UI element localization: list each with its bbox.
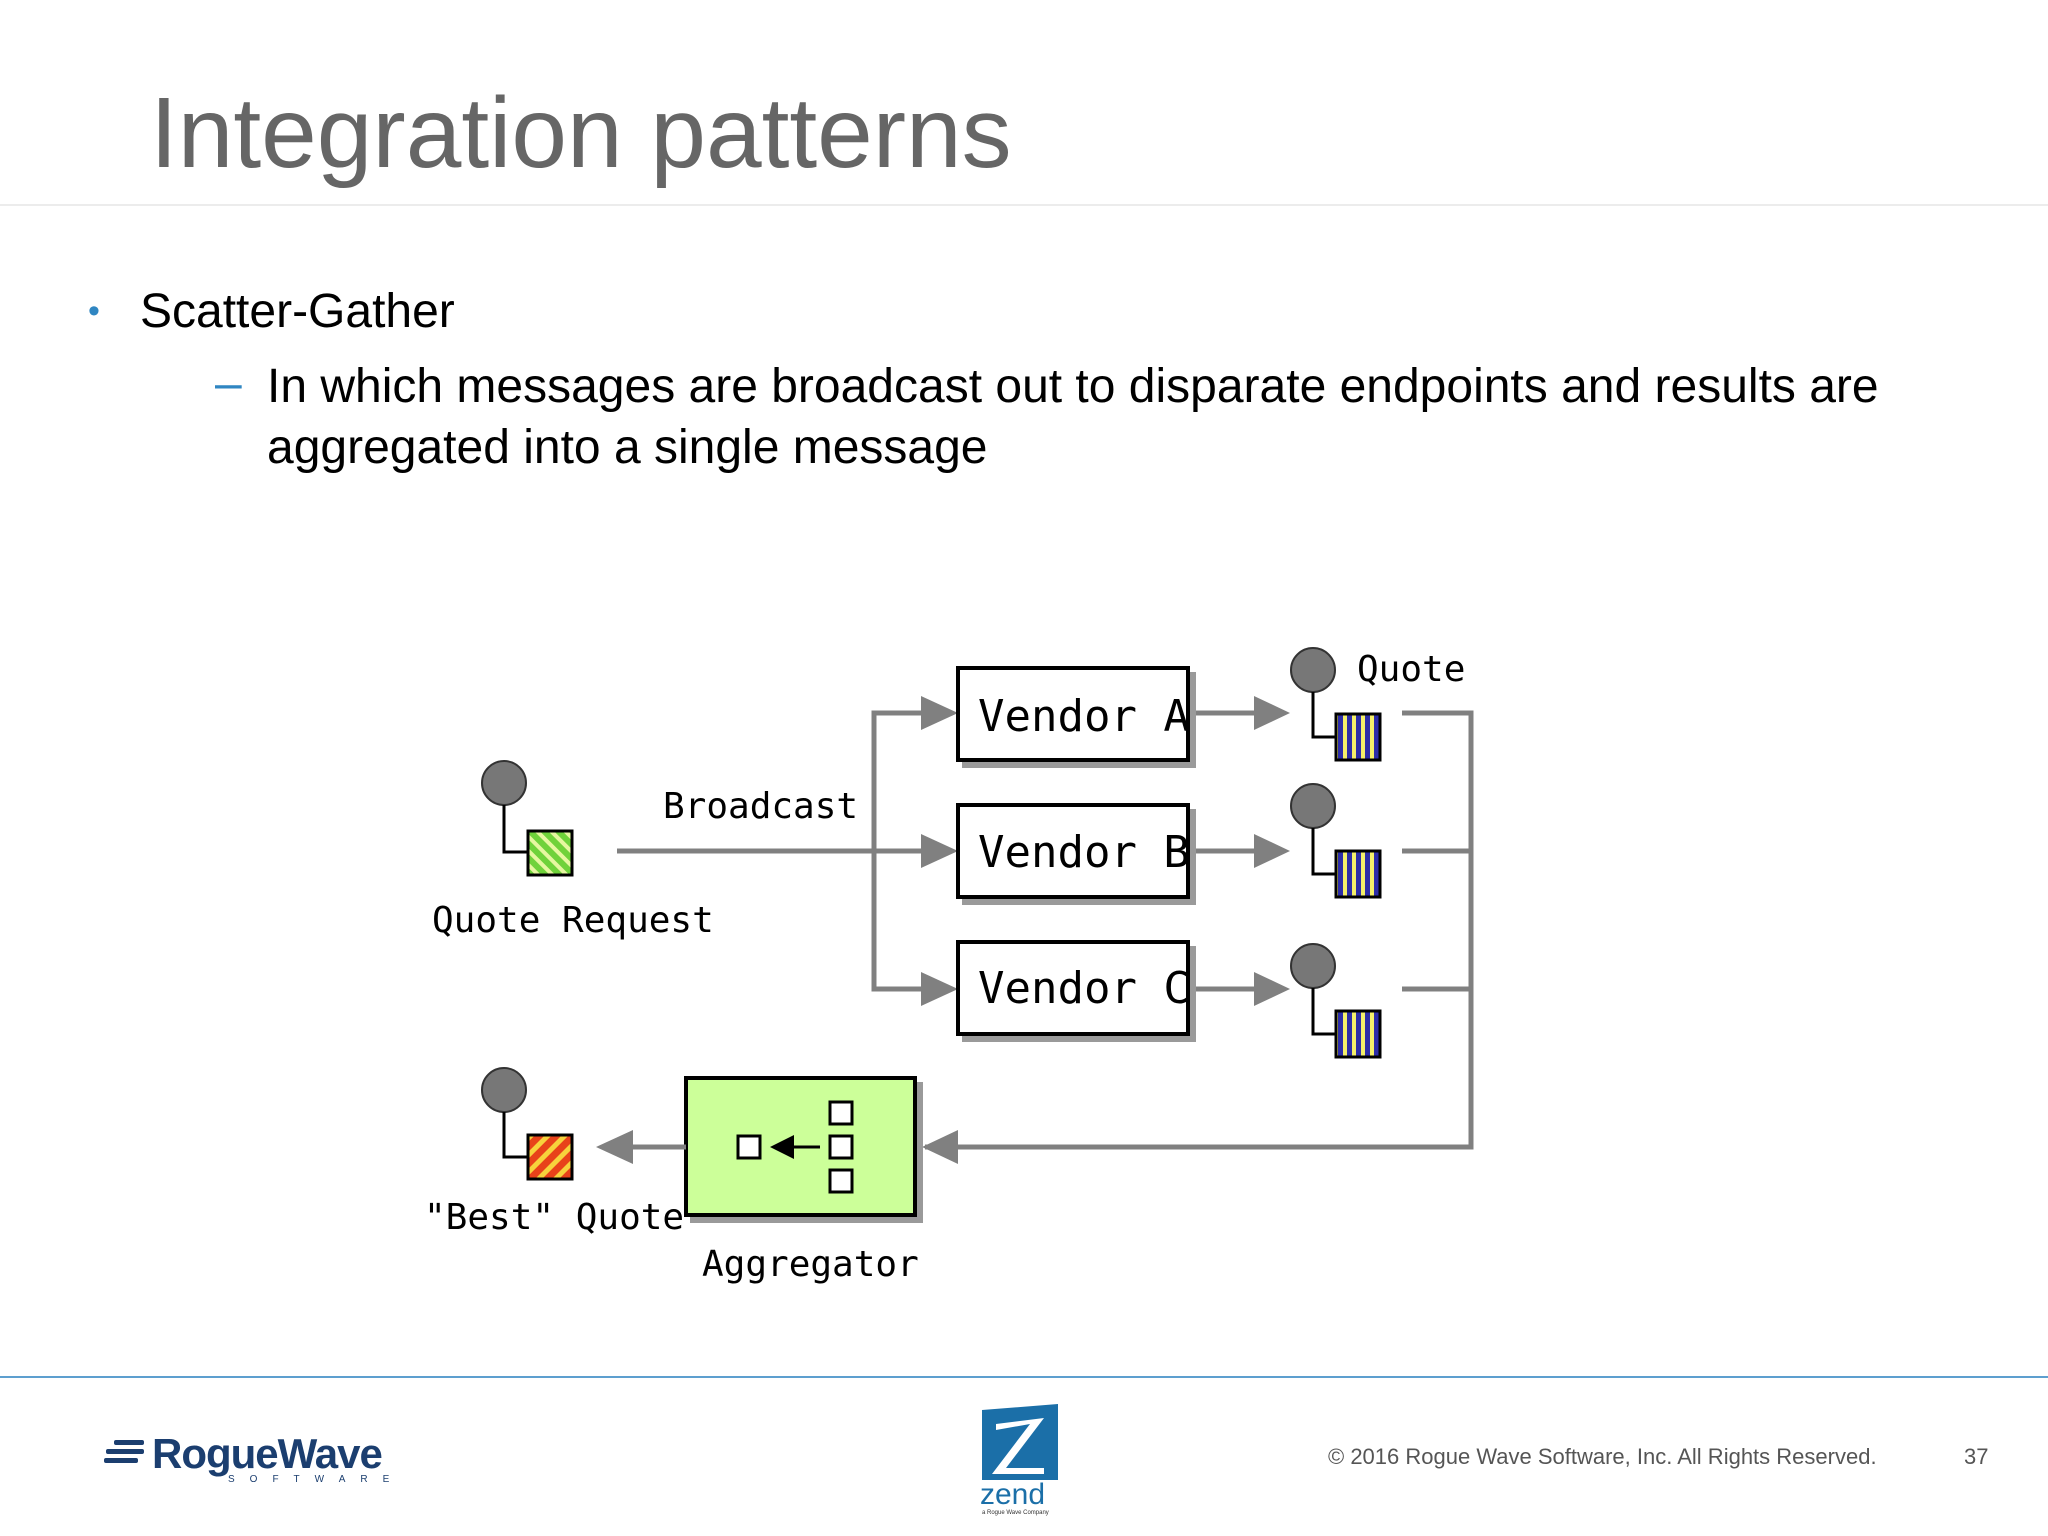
roguewave-subtitle: SOFTWARE xyxy=(228,1474,405,1485)
quote-channel-a xyxy=(1290,647,1382,762)
zend-mark-icon xyxy=(982,1404,1058,1480)
bullet-scatter-gather: Scatter-Gather xyxy=(140,285,455,338)
vendor-a-box xyxy=(956,666,1190,762)
aggregator-input-arrow xyxy=(922,1130,958,1164)
quote-request-channel xyxy=(481,760,574,877)
zend-logo: zend a Rogue Wave Company xyxy=(978,1404,1068,1516)
vendor-a-label: Vendor A xyxy=(978,691,1190,742)
quote-request-label: Quote Request xyxy=(432,900,714,941)
gather-connectors xyxy=(925,710,1474,1150)
footer-divider xyxy=(0,1376,2048,1378)
broadcast-arrows xyxy=(921,696,958,1006)
copyright-notice: © 2016 Rogue Wave Software, Inc. All Rig… xyxy=(1328,1444,1877,1469)
slide-title: Integration patterns xyxy=(150,77,1012,189)
best-quote-label: "Best" Quote xyxy=(424,1197,684,1238)
quote-message-icon xyxy=(1334,712,1382,762)
zend-wordmark: zend xyxy=(980,1478,1046,1511)
zend-subtitle: a Rogue Wave Company xyxy=(982,1510,1049,1516)
request-message-icon xyxy=(526,829,574,877)
vendor-output-lines xyxy=(1196,710,1260,992)
best-quote-message-icon xyxy=(526,1133,574,1181)
quote-message-icon xyxy=(1334,849,1382,899)
quote-channel-c xyxy=(1290,943,1382,1059)
vendor-b-box xyxy=(956,803,1190,899)
best-quote-arrow xyxy=(596,1130,633,1164)
roguewave-wordmark: RogueWave xyxy=(152,1430,383,1477)
sub-bullet-marker: – xyxy=(215,357,242,410)
page-number: 37 xyxy=(1964,1444,1989,1469)
roguewave-wave-icon xyxy=(104,1440,148,1472)
broadcast-connectors xyxy=(617,710,925,992)
vendor-c-label: Vendor C xyxy=(978,963,1190,1014)
quote-label: Quote xyxy=(1357,649,1465,690)
vendor-output-arrows xyxy=(1254,696,1290,1006)
vendor-b-label: Vendor B xyxy=(978,827,1190,878)
aggregator-label: Aggregator xyxy=(702,1244,919,1285)
quote-channel-b xyxy=(1290,783,1382,899)
broadcast-label: Broadcast xyxy=(663,786,858,827)
roguewave-logo: RogueWave SOFTWARE xyxy=(104,1430,404,1490)
quote-message-icon xyxy=(1334,1009,1382,1059)
title-divider xyxy=(0,204,2048,206)
bullet-marker: • xyxy=(88,292,100,330)
best-quote-channel xyxy=(481,1067,574,1181)
aggregator-box xyxy=(684,1076,917,1217)
sub-bullet-description: In which messages are broadcast out to d… xyxy=(267,360,1879,474)
vendor-c-box xyxy=(956,940,1190,1036)
